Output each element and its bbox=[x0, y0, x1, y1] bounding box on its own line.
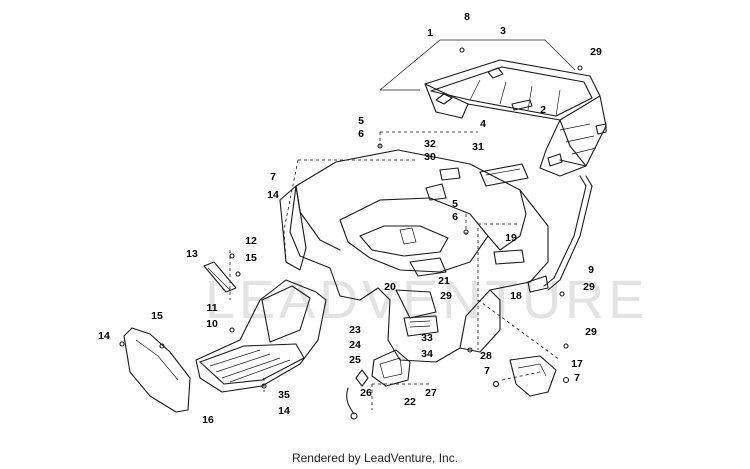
callout-14: 14 bbox=[98, 330, 110, 342]
callout-20: 20 bbox=[384, 281, 396, 293]
guide-lines bbox=[229, 131, 561, 410]
callout-30: 30 bbox=[424, 151, 436, 163]
hitch-bracket bbox=[492, 355, 570, 397]
callout-7: 7 bbox=[574, 372, 580, 384]
callout-16: 16 bbox=[202, 414, 214, 426]
callout-6: 6 bbox=[452, 211, 458, 223]
svg-text:LEADVENTURE: LEADVENTURE bbox=[205, 270, 648, 330]
callout-5: 5 bbox=[358, 115, 364, 127]
callout-5: 5 bbox=[452, 198, 458, 210]
callout-13: 13 bbox=[186, 248, 198, 260]
callout-15: 15 bbox=[245, 252, 257, 264]
rear-fender bbox=[289, 149, 549, 363]
callout-25: 25 bbox=[349, 354, 361, 366]
callout-18: 18 bbox=[510, 290, 522, 302]
callout-34: 34 bbox=[421, 348, 433, 360]
callout-28: 28 bbox=[480, 350, 492, 362]
fender-side-flap bbox=[279, 185, 307, 271]
callout-10: 10 bbox=[206, 318, 218, 330]
callout-7: 7 bbox=[270, 171, 276, 183]
callout-8: 8 bbox=[464, 11, 470, 23]
callout-12: 12 bbox=[245, 235, 257, 247]
callout-35: 35 bbox=[278, 389, 290, 401]
watermark: LEADVENTURE bbox=[205, 270, 648, 330]
callout-4: 4 bbox=[480, 118, 486, 130]
callout-32: 32 bbox=[424, 138, 436, 150]
callout-14: 14 bbox=[278, 405, 290, 417]
side-panel bbox=[123, 327, 191, 413]
callout-3: 3 bbox=[500, 25, 506, 37]
callout-31: 31 bbox=[472, 141, 484, 153]
footwell-panel bbox=[195, 279, 327, 393]
callout-15: 15 bbox=[151, 310, 163, 322]
callout-29: 29 bbox=[583, 281, 595, 293]
callout-29: 29 bbox=[590, 46, 602, 58]
callout-24: 24 bbox=[349, 339, 361, 351]
callout-33: 33 bbox=[421, 332, 433, 344]
callout-26: 26 bbox=[360, 387, 372, 399]
callout-2: 2 bbox=[540, 104, 546, 116]
callout-19: 19 bbox=[505, 232, 517, 244]
callout-1: 1 bbox=[427, 27, 433, 39]
taillight-assembly bbox=[346, 349, 411, 420]
rear-rack bbox=[424, 59, 607, 177]
callout-11: 11 bbox=[206, 302, 217, 314]
callout-22: 22 bbox=[404, 396, 416, 408]
fasteners bbox=[119, 47, 583, 389]
footer-credit: Rendered by LeadVenture, Inc. bbox=[291, 451, 459, 465]
callout-17: 17 bbox=[571, 358, 583, 370]
callout-9: 9 bbox=[588, 264, 594, 276]
callout-29: 29 bbox=[440, 290, 452, 302]
callout-14: 14 bbox=[267, 189, 279, 201]
callout-7: 7 bbox=[484, 365, 490, 377]
callout-6: 6 bbox=[358, 128, 364, 140]
callout-29: 29 bbox=[585, 326, 597, 338]
callout-27: 27 bbox=[425, 387, 437, 399]
rack-support-rod bbox=[543, 175, 593, 291]
bracket-strip bbox=[203, 261, 237, 293]
callout-21: 21 bbox=[438, 275, 450, 287]
callout-23: 23 bbox=[349, 324, 361, 336]
